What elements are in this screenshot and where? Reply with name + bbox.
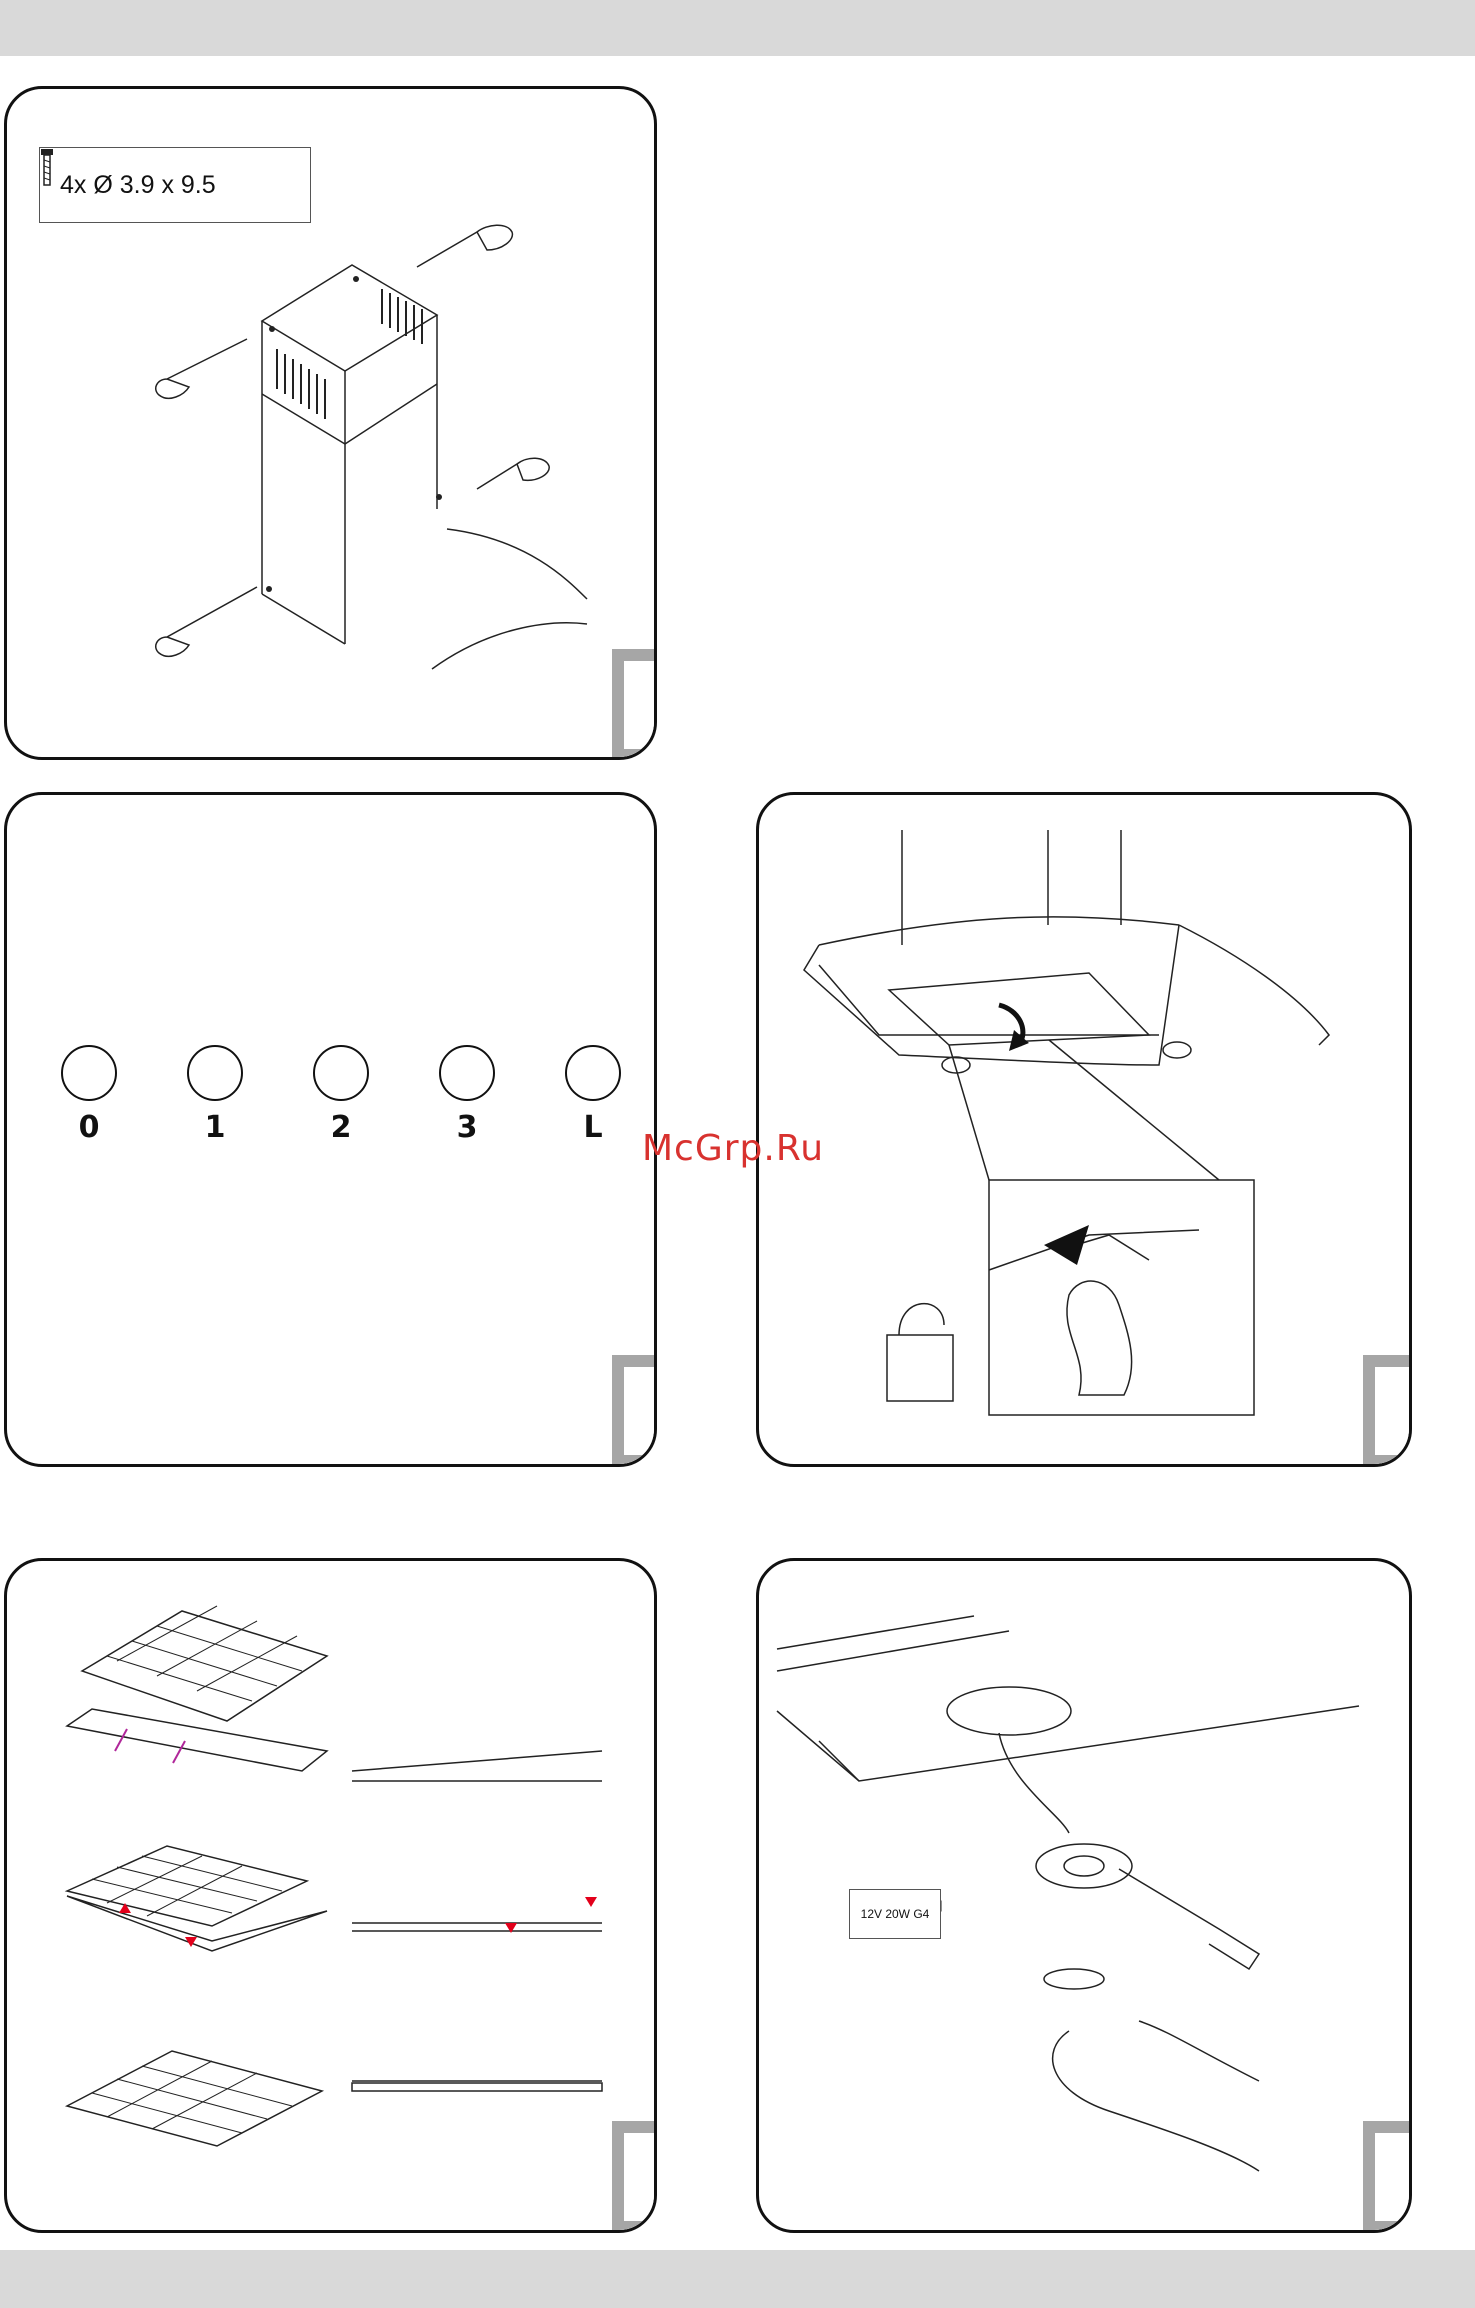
panel-speed-controls: 0 1 2 3 L bbox=[4, 792, 657, 1467]
speed-button-1[interactable]: 1 bbox=[185, 1045, 245, 1143]
bottom-band bbox=[0, 2250, 1475, 2308]
button-circle bbox=[61, 1045, 117, 1101]
panel-filter-release bbox=[756, 792, 1412, 1467]
watermark: McGrp.Ru bbox=[642, 1128, 824, 1169]
step-number-box bbox=[1363, 1355, 1412, 1467]
top-band bbox=[0, 0, 1475, 56]
panel-lamp-replacement: 12V 20W G4 bbox=[756, 1558, 1412, 2233]
speed-label: L bbox=[563, 1113, 623, 1143]
speed-label: 1 bbox=[185, 1113, 245, 1143]
panel-chimney-fixing: 4x Ø 3.9 x 9.5 bbox=[4, 86, 657, 760]
speed-label: 0 bbox=[59, 1113, 119, 1143]
filter-panel-drawing bbox=[7, 1561, 657, 2233]
chimney-drawing bbox=[7, 89, 657, 760]
speed-button-0[interactable]: 0 bbox=[59, 1045, 119, 1143]
step-number-box bbox=[1363, 2121, 1412, 2233]
speed-label: 3 bbox=[437, 1113, 497, 1143]
speed-button-row: 0 1 2 3 L bbox=[37, 1045, 657, 1155]
light-button[interactable]: L bbox=[563, 1045, 623, 1143]
button-circle bbox=[187, 1045, 243, 1101]
button-circle bbox=[565, 1045, 621, 1101]
lamp-spec-label: 12V 20W G4 bbox=[849, 1889, 941, 1939]
step-number-box bbox=[612, 1355, 657, 1467]
speed-button-2[interactable]: 2 bbox=[311, 1045, 371, 1143]
button-circle bbox=[439, 1045, 495, 1101]
panel-filter-panel bbox=[4, 1558, 657, 2233]
step-number-box bbox=[612, 2121, 657, 2233]
filter-release-drawing bbox=[759, 795, 1412, 1467]
speed-button-3[interactable]: 3 bbox=[437, 1045, 497, 1143]
step-number-box bbox=[612, 649, 657, 760]
lamp-spec-text: 12V 20W G4 bbox=[861, 1907, 930, 1921]
speed-label: 2 bbox=[311, 1113, 371, 1143]
button-circle bbox=[313, 1045, 369, 1101]
